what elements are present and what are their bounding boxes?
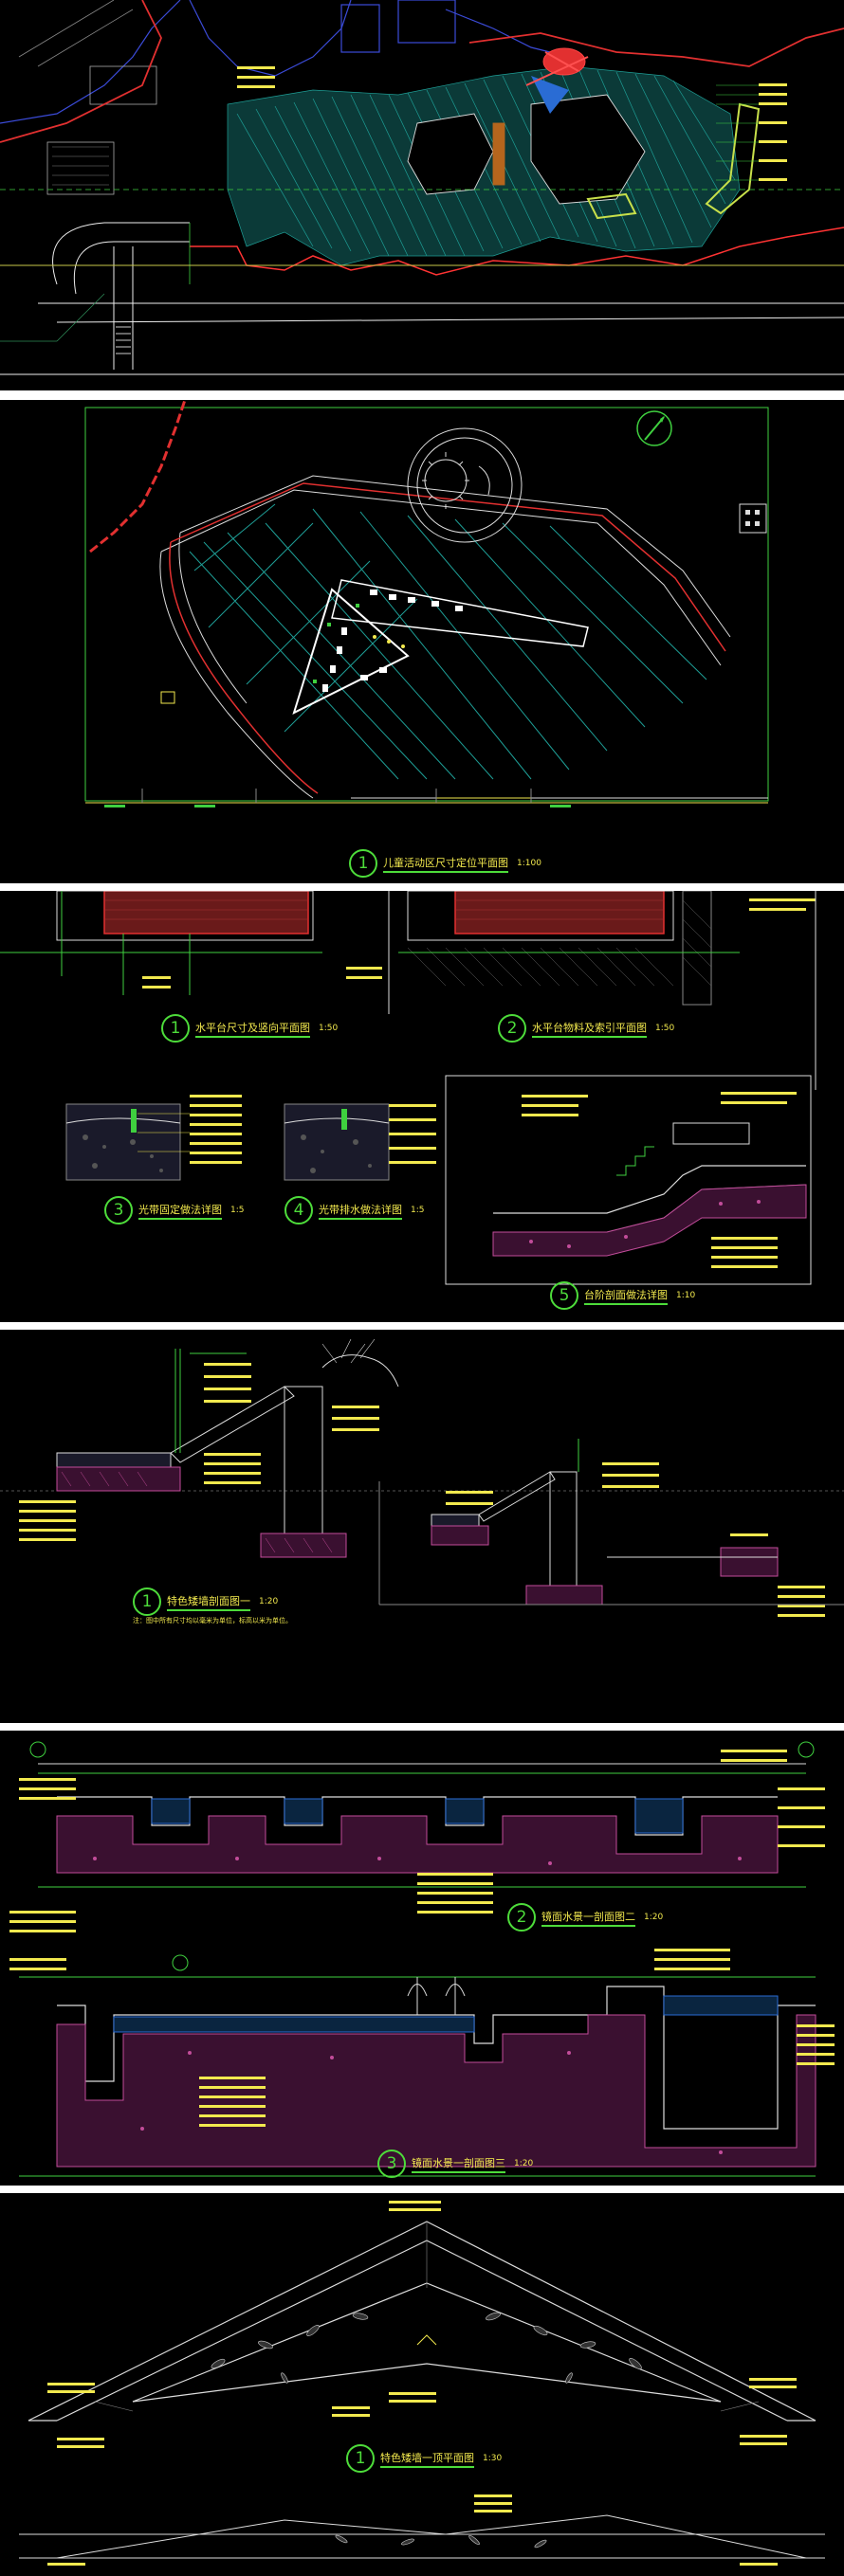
title-scale: 1:100 bbox=[517, 859, 541, 868]
wall-section-drawing bbox=[0, 1338, 844, 1617]
title-text: 镜面水景一剖面图二 bbox=[541, 1909, 635, 1927]
title-text: 镜面水景一剖面图三 bbox=[412, 2155, 505, 2173]
drawing-note: 注：图中所有尺寸均以毫米为单位，标高以米为单位。 bbox=[133, 1617, 292, 1624]
title-scale: 1:20 bbox=[259, 1597, 279, 1606]
title-text: 水平台尺寸及竖向平面图 bbox=[195, 1020, 310, 1038]
drawing-sheet-wall-top-plan: 1 特色矮墙一顶平面图 1:30 bbox=[0, 2193, 844, 2576]
detail-title-5: 5 台阶剖面做法详图 1:10 bbox=[550, 1281, 695, 1310]
detail-title-1: 1 水平台尺寸及竖向平面图 1:50 bbox=[161, 1014, 338, 1043]
title-number: 4 bbox=[284, 1196, 313, 1225]
title-text: 水平台物料及索引平面图 bbox=[532, 1020, 647, 1038]
title-scale: 1:50 bbox=[655, 1024, 675, 1033]
title-number: 1 bbox=[133, 1587, 161, 1616]
title-text: 台阶剖面做法详图 bbox=[584, 1287, 668, 1305]
site-plan-drawing bbox=[0, 0, 844, 375]
drawing-sheet-site-plan bbox=[0, 0, 844, 390]
drawing-sheet-platform-details: 1 水平台尺寸及竖向平面图 1:50 2 水平台物料及索引平面图 1:50 3 … bbox=[0, 891, 844, 1322]
title-number: 1 bbox=[349, 849, 377, 878]
detail-title-3: 3 光带固定做法详图 1:5 bbox=[104, 1196, 244, 1225]
title-scale: 1:5 bbox=[411, 1206, 425, 1215]
title-number: 1 bbox=[346, 2444, 375, 2473]
section-title-2: 2 镜面水景一剖面图二 1:20 bbox=[507, 1903, 663, 1932]
title-scale: 1:20 bbox=[644, 1913, 664, 1922]
title-text: 特色矮墙剖面图一 bbox=[167, 1593, 250, 1611]
drawing-title: 1 儿童活动区尺寸定位平面图 1:100 bbox=[349, 849, 541, 878]
section-title-3: 3 镜面水景一剖面图三 1:20 bbox=[377, 2150, 533, 2178]
title-number: 5 bbox=[550, 1281, 578, 1310]
drawing-title: 1 特色矮墙一顶平面图 1:30 bbox=[346, 2444, 502, 2473]
drawing-sheet-wall-section: 1 特色矮墙剖面图一 1:20 注：图中所有尺寸均以毫米为单位，标高以米为单位。 bbox=[0, 1330, 844, 1723]
title-scale: 1:5 bbox=[230, 1206, 245, 1215]
pool-sections-drawing bbox=[9, 1741, 835, 2177]
title-text: 光带固定做法详图 bbox=[138, 1202, 222, 1220]
drawing-title: 1 特色矮墙剖面图一 1:20 bbox=[133, 1587, 278, 1616]
drawing-sheet-pool-sections: 2 镜面水景一剖面图二 1:20 3 镜面水景一剖面图三 1:20 bbox=[0, 1731, 844, 2186]
title-number: 3 bbox=[377, 2150, 406, 2178]
title-text: 特色矮墙一顶平面图 bbox=[380, 2450, 474, 2468]
title-number: 2 bbox=[498, 1014, 526, 1043]
drawing-sheet-play-area: 1 儿童活动区尺寸定位平面图 1:100 bbox=[0, 400, 844, 883]
wall-top-plan-drawing bbox=[19, 2201, 825, 2566]
title-number: 1 bbox=[161, 1014, 190, 1043]
title-number: 2 bbox=[507, 1903, 536, 1932]
detail-title-2: 2 水平台物料及索引平面图 1:50 bbox=[498, 1014, 674, 1043]
title-text: 儿童活动区尺寸定位平面图 bbox=[383, 855, 508, 873]
title-scale: 1:50 bbox=[319, 1024, 339, 1033]
play-area-plan bbox=[84, 400, 769, 807]
title-scale: 1:10 bbox=[676, 1291, 696, 1300]
platform-details-drawing bbox=[0, 891, 816, 1285]
detail-title-4: 4 光带排水做法详图 1:5 bbox=[284, 1196, 424, 1225]
title-scale: 1:20 bbox=[514, 2159, 534, 2168]
title-text: 光带排水做法详图 bbox=[319, 1202, 402, 1220]
title-number: 3 bbox=[104, 1196, 133, 1225]
title-scale: 1:30 bbox=[483, 2454, 503, 2463]
